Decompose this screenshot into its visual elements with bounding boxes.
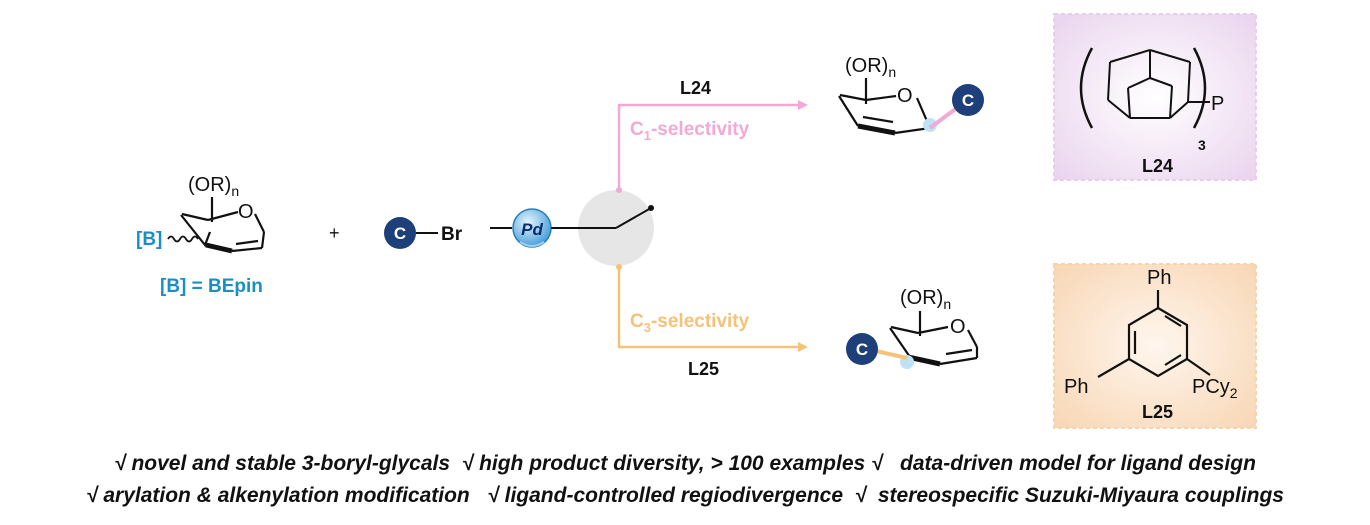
wavy-bond [167,235,199,243]
features-line-2: √ arylation & alkenylation modification … [86,484,1284,507]
c1-product-badge-icon [952,84,984,116]
svg-text:Br: Br [441,224,463,245]
boron-definition: [B] = BEpin [160,276,263,297]
ligand-l24-panel: P 3 L24 [1053,13,1257,181]
aryl-badge-icon [384,217,416,249]
svg-text:Ph: Ph [1147,267,1171,289]
boron-tag: [B] [136,229,162,250]
c3-product-badge-icon [846,333,878,365]
svg-text:O: O [897,85,913,107]
ring-oxygen-label: O [238,201,254,223]
reaction-scheme: (OR)n O [B] [B] = BEpin + C Br Pd [136,13,1257,429]
benzene-ring-icon [1097,290,1211,378]
c3-branch: C3-selectivity L25 [616,264,808,379]
svg-text:C: C [394,224,406,243]
plus-sign: + [329,223,340,243]
svg-text:(OR)n: (OR)n [900,287,951,312]
adamantyl-icon [1107,49,1210,119]
boryl-glycal-structure: (OR)n O [B] [136,174,266,254]
ligand-l25-panel: Ph Ph PCy2 L25 [1053,263,1257,429]
svg-text:Ph: Ph [1064,376,1088,398]
svg-text:C: C [856,340,868,359]
svg-text:3: 3 [1198,137,1206,153]
svg-text:(OR)n: (OR)n [845,55,896,80]
svg-text:L24: L24 [1142,156,1173,176]
svg-text:(OR)n: (OR)n [188,174,239,199]
c3-selectivity-label: C3-selectivity [630,311,750,335]
aryl-bromide: C Br [384,217,463,249]
palladium-catalyst: Pd [490,190,654,266]
svg-text:PCy2: PCy2 [1192,376,1238,401]
svg-text:C: C [962,91,974,110]
svg-text:O: O [950,316,966,338]
c3-product-structure: (OR)n O C [846,287,979,369]
svg-text:Pd: Pd [521,220,543,239]
bottom-ligand-label: L25 [688,359,719,379]
c1-branch: L24 C1-selectivity [616,78,808,193]
svg-text:P: P [1211,93,1224,115]
features-line-1: √ novel and stable 3-boryl-glycals √ hig… [114,452,1256,475]
top-ligand-label: L24 [680,78,711,98]
c1-selectivity-label: C1-selectivity [630,119,750,143]
c1-product-structure: (OR)n O C [838,55,984,136]
svg-text:L25: L25 [1142,402,1173,422]
